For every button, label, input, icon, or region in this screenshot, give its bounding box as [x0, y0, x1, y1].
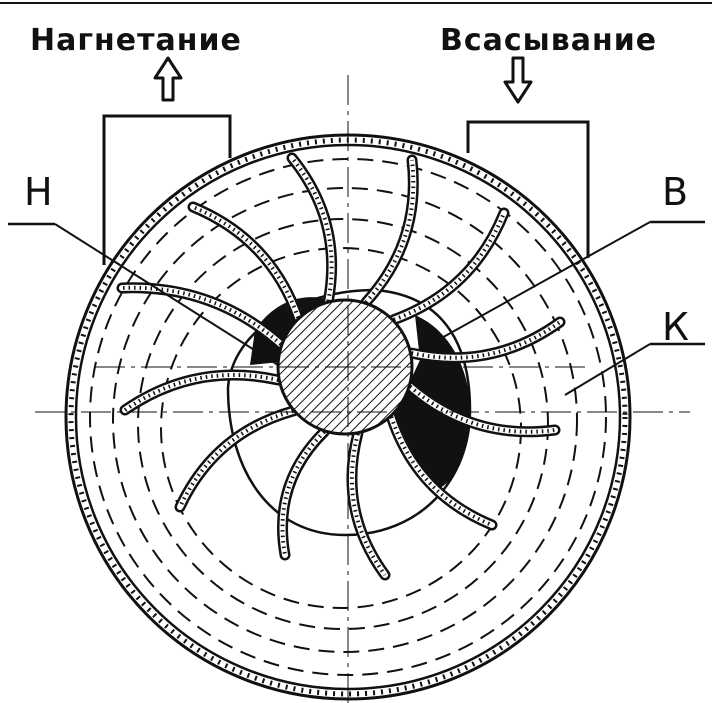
- impeller-blade-fill: [289, 155, 335, 305]
- label-n-leader: [54, 223, 279, 366]
- impeller-blade-hatch: [364, 159, 416, 304]
- label-v-leader: [419, 221, 651, 351]
- impeller-blade-hatch: [280, 430, 326, 556]
- label-n: Н: [24, 170, 53, 214]
- impeller-blade-fill: [119, 284, 284, 348]
- impeller-blade-hatch: [411, 320, 562, 360]
- arrow-up-icon: [153, 56, 183, 102]
- discharge-label: Нагнетание: [30, 23, 242, 58]
- arrow-down-icon: [503, 56, 533, 104]
- liquid-ring-contour: [112, 187, 578, 653]
- suction-label: Всасывание: [440, 23, 657, 58]
- label-k: К: [662, 305, 689, 349]
- impeller-blade-hatch: [349, 433, 387, 577]
- impeller-blade-fill: [388, 413, 495, 528]
- impeller-blade-fill: [122, 372, 282, 413]
- suction-port: [466, 120, 590, 258]
- discharge-port: [102, 114, 232, 265]
- impeller-blade-fill: [390, 210, 507, 323]
- impeller-blade-fill: [177, 408, 297, 510]
- impeller-blade-hatch: [192, 205, 301, 319]
- impeller-blades: [116, 152, 566, 581]
- label-v: В: [662, 170, 688, 214]
- impeller-blade-hatch: [408, 384, 556, 434]
- liquid-ring-contour: [137, 218, 549, 630]
- label-k-leader: [564, 343, 651, 396]
